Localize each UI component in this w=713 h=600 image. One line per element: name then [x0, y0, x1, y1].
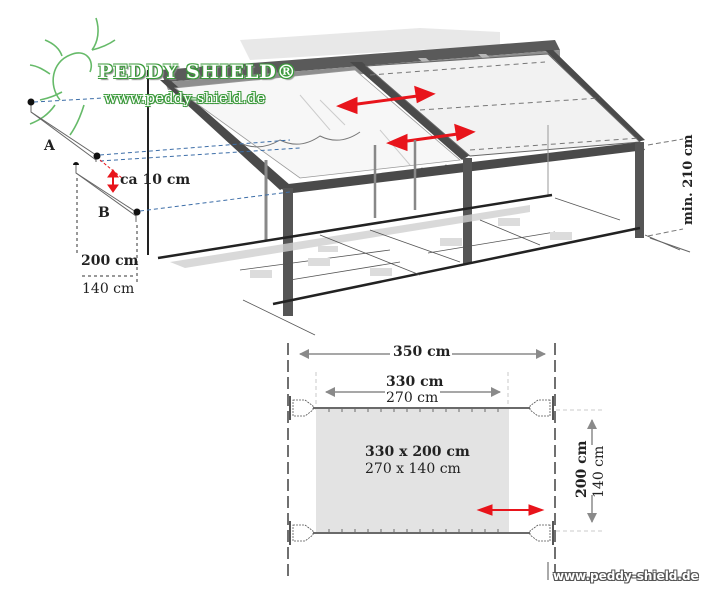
depth-primary-label: 200 cm — [81, 253, 139, 269]
tensioner-top-left-icon — [289, 396, 314, 420]
plan-height-secondary-label: 140 cm — [591, 445, 607, 498]
offset-arrow-icon — [107, 169, 119, 193]
sail-width-primary-label: 330 cm — [386, 374, 444, 390]
depth-secondary-label: 140 cm — [82, 281, 135, 297]
sail-width-secondary-label: 270 cm — [386, 390, 439, 406]
brand-logo-title: PEDDY SHIELD® — [98, 61, 297, 83]
slide-arrows-roof — [336, 85, 476, 152]
side-profile — [30, 102, 137, 222]
slide-arrow-plan-icon — [476, 504, 545, 516]
point-a-top-icon — [27, 98, 35, 106]
brand-logo-url[interactable]: www.peddy-shield.de — [104, 89, 266, 107]
min-height-label: min. 210 cm — [681, 134, 696, 225]
point-b-label: B — [98, 205, 110, 221]
point-b-icon — [133, 208, 141, 216]
footer-url[interactable]: www.peddy-shield.de — [553, 569, 699, 583]
plan-view-graphics — [287, 343, 605, 580]
point-a-bottom-icon — [93, 152, 101, 160]
plan-height-primary-label: 200 cm — [574, 440, 590, 498]
offset-label: ca 10 cm — [120, 172, 191, 188]
tensioner-top-right-icon — [529, 396, 554, 420]
tensioner-bottom-right-icon — [529, 521, 554, 545]
tensioner-bottom-left-icon — [289, 521, 314, 545]
sun-logo-icon — [29, 17, 116, 136]
sail-size-primary-label: 330 x 200 cm — [365, 444, 470, 460]
point-a-label: A — [44, 138, 55, 154]
outer-width-label: 350 cm — [391, 344, 453, 360]
sail-size-secondary-label: 270 x 140 cm — [365, 461, 461, 477]
